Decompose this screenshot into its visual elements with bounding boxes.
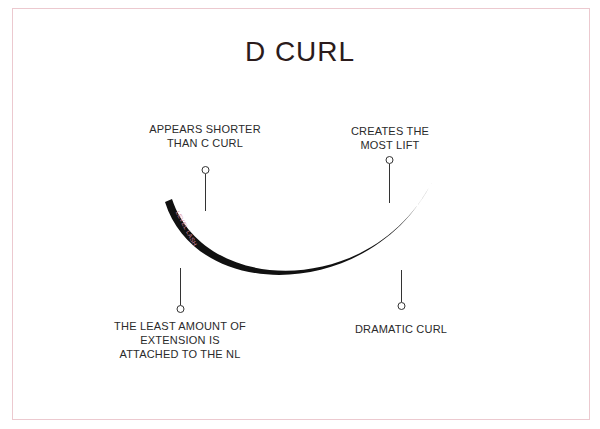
callout-label: CREATES THE MOST LIFT bbox=[340, 124, 440, 152]
leader-dot bbox=[386, 157, 393, 164]
leader-lines bbox=[177, 157, 405, 313]
leader-dot bbox=[177, 306, 184, 313]
callout-label: DRAMATIC CURL bbox=[341, 322, 461, 336]
frame-border bbox=[13, 9, 590, 420]
leader-dot bbox=[202, 167, 209, 174]
leader-line bbox=[389, 164, 390, 203]
leader-dot bbox=[398, 303, 405, 310]
diagram-title: D CURL bbox=[0, 36, 600, 68]
leader-line bbox=[180, 268, 181, 305]
brand-watermark: LEVEL LASH bbox=[174, 210, 198, 248]
leader-line bbox=[205, 174, 206, 211]
leader-line bbox=[401, 270, 402, 302]
callout-label: APPEARS SHORTER THAN C CURL bbox=[143, 122, 267, 150]
callout-label: THE LEAST AMOUNT OF EXTENSION IS ATTACHE… bbox=[114, 319, 246, 361]
